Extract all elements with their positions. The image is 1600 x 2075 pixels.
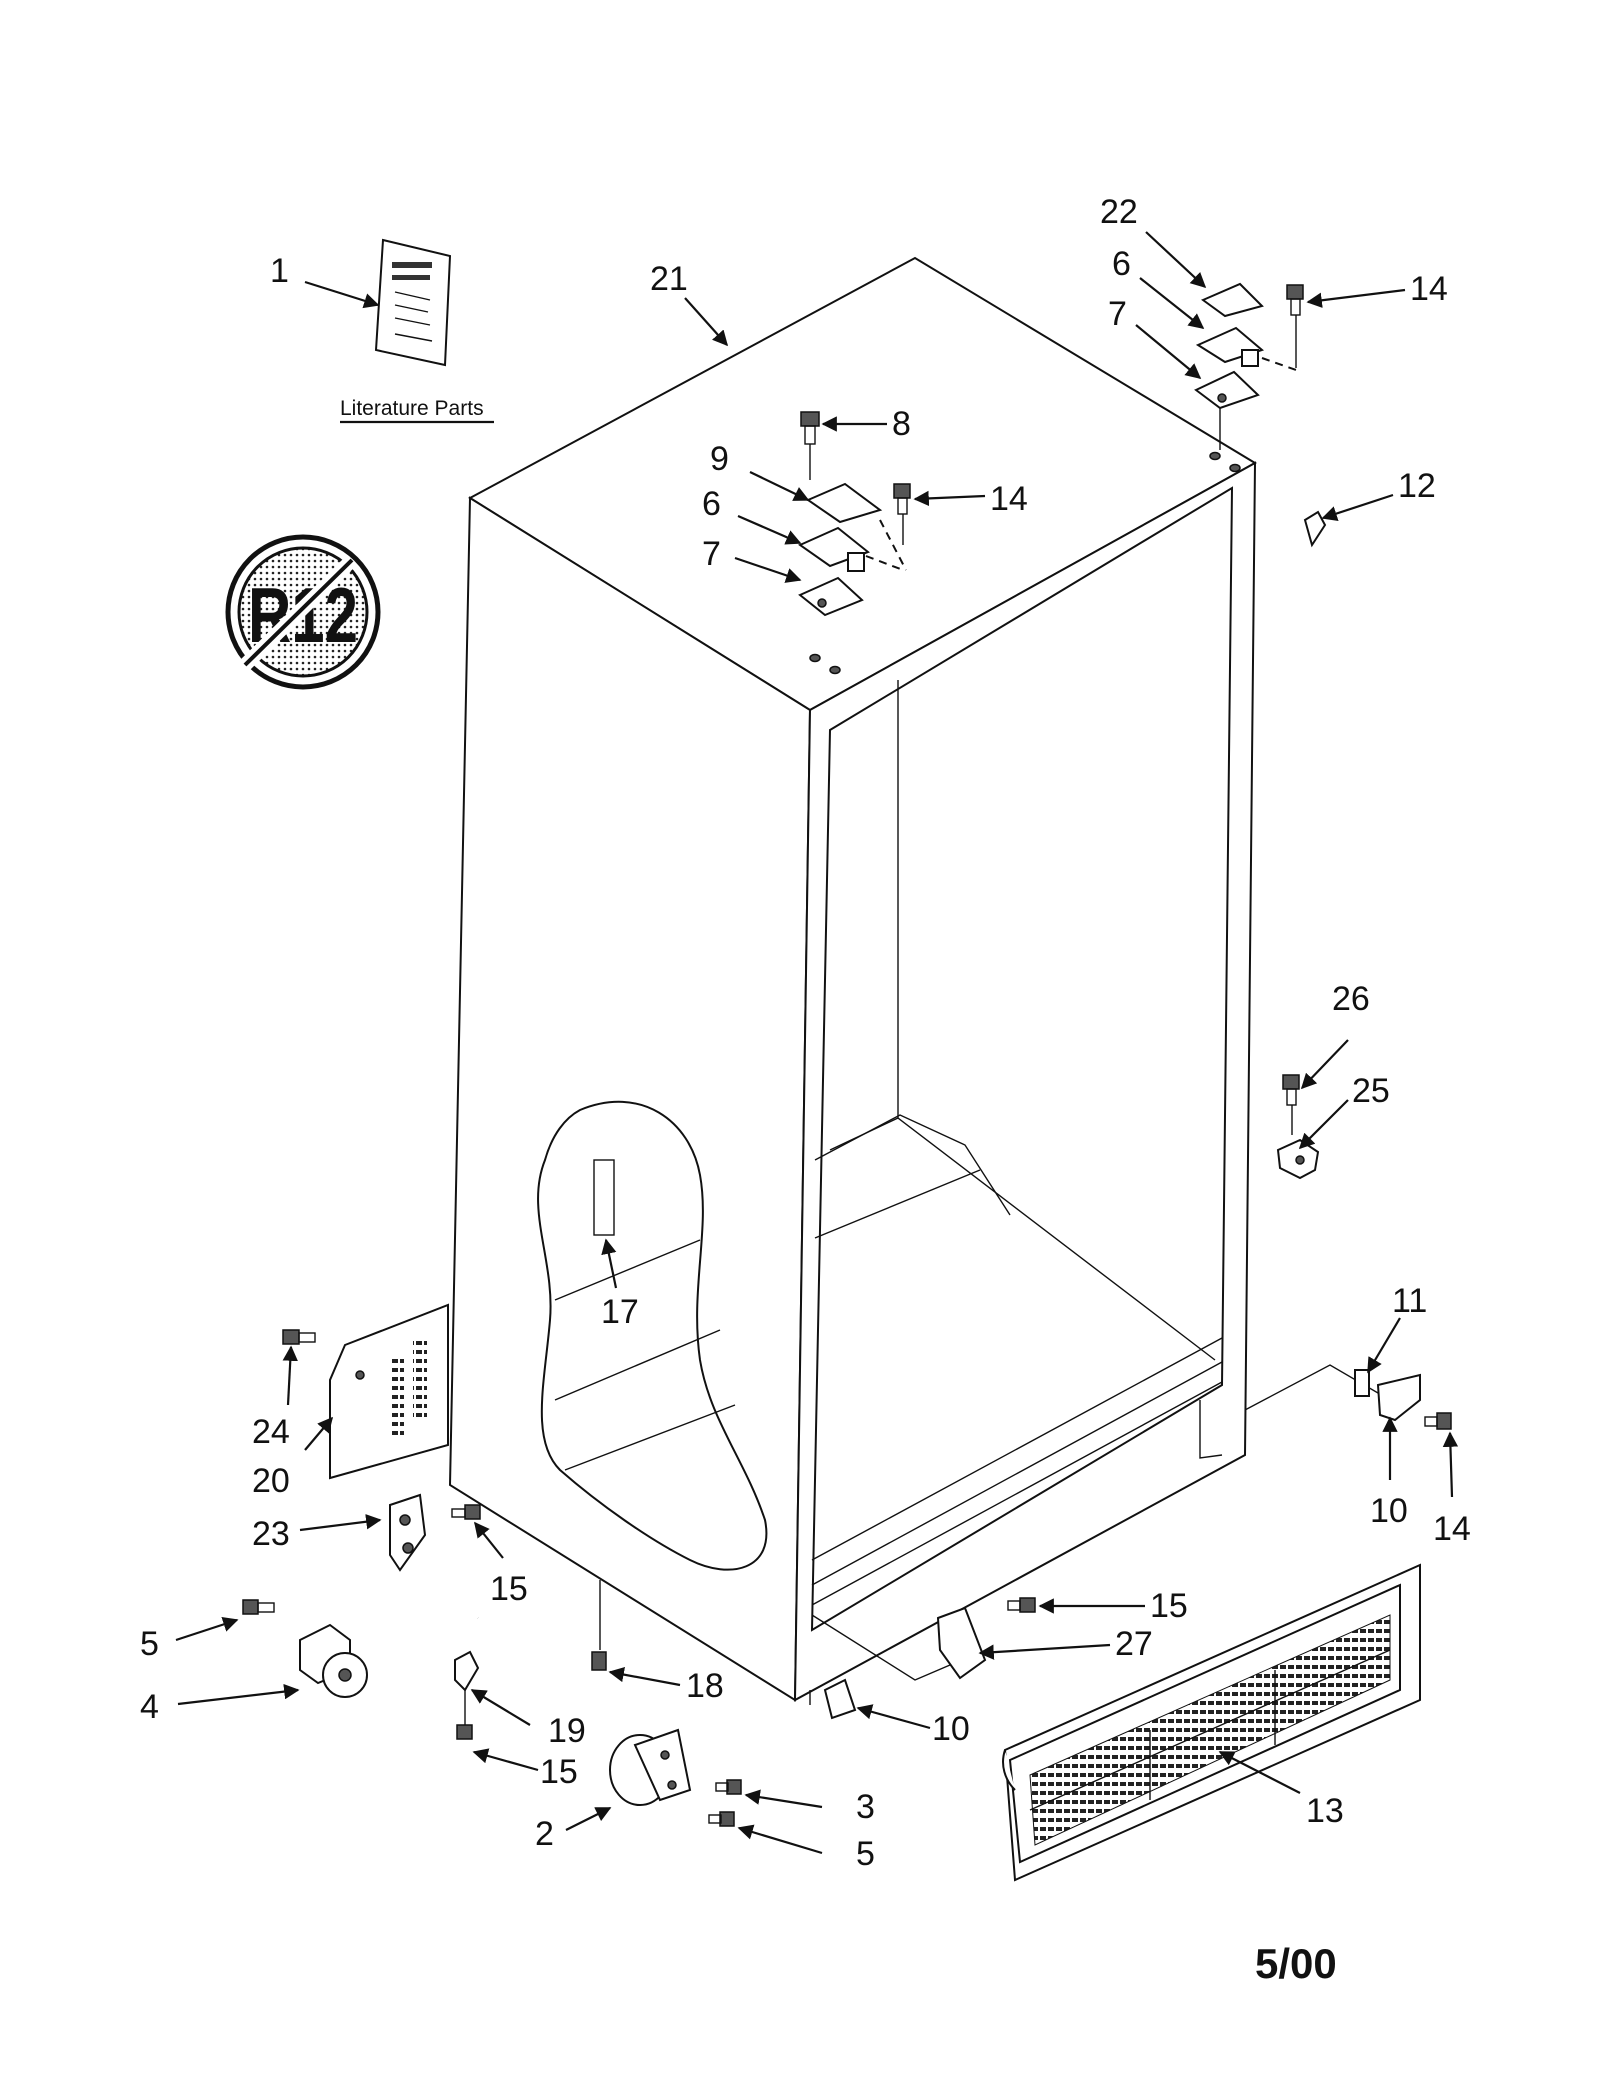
callout-2: 2 [535,1815,554,1853]
callout-20: 20 [252,1462,290,1500]
callout-23: 23 [252,1515,290,1553]
literature-booklet [374,238,452,367]
rear-caster [242,1599,368,1698]
bracket-assembly-26-25 [1276,1074,1320,1180]
callout-numbers: 1 21 22 6 7 14 8 9 6 14 7 12 26 25 17 11… [140,193,1471,1873]
no-r12-logo: R12 [225,534,381,690]
literature-parts-label: Literature Parts [340,397,484,420]
base-grille [1002,1563,1421,1882]
callout-12: 12 [1398,467,1436,505]
callout-17: 17 [601,1293,639,1331]
door-stop-clip [1303,510,1327,548]
callout-10: 10 [1370,1492,1408,1530]
callout-3: 3 [856,1788,875,1826]
callout-27: 27 [1115,1625,1153,1663]
callout-15: 15 [1150,1587,1188,1625]
callout-26: 26 [1332,980,1370,1018]
callout-14: 14 [1410,270,1448,308]
callout-14: 14 [990,480,1028,518]
callout-24: 24 [252,1413,290,1451]
callout-8: 8 [892,405,911,443]
callout-leaders [175,231,1459,1855]
upper-hinge-assembly-right [1194,282,1304,450]
callout-9: 9 [710,440,729,478]
drain-coil-part [593,1159,615,1236]
callout-18: 18 [686,1667,724,1705]
rear-right-bracket [1354,1369,1452,1430]
callout-7: 7 [1108,295,1127,333]
tubing-clamp [389,1493,481,1572]
callout-6: 6 [702,485,721,523]
callout-13: 13 [1306,1792,1344,1830]
callout-10: 10 [932,1710,970,1748]
callout-22: 22 [1100,193,1138,231]
callout-25: 25 [1352,1072,1390,1110]
callout-5: 5 [856,1835,875,1873]
callout-14: 14 [1433,1510,1471,1548]
callout-15: 15 [490,1570,528,1608]
cabinet-body [448,256,1391,1705]
drain-tube [454,1580,607,1740]
callout-11: 11 [1392,1282,1427,1320]
rear-access-panel [282,1303,449,1480]
callout-7: 7 [702,535,721,573]
callout-5: 5 [140,1625,159,1663]
callout-15: 15 [540,1753,578,1791]
callout-6: 6 [1112,245,1131,283]
callout-1: 1 [270,252,289,290]
callout-21: 21 [650,260,688,298]
date-code: 5/00 [1255,1940,1337,1987]
front-roller-assembly [609,1728,742,1827]
callout-4: 4 [140,1688,159,1726]
front-bracket-assembly [823,1597,1036,1720]
callout-19: 19 [548,1712,586,1750]
upper-hinge-assembly-center [797,411,911,617]
